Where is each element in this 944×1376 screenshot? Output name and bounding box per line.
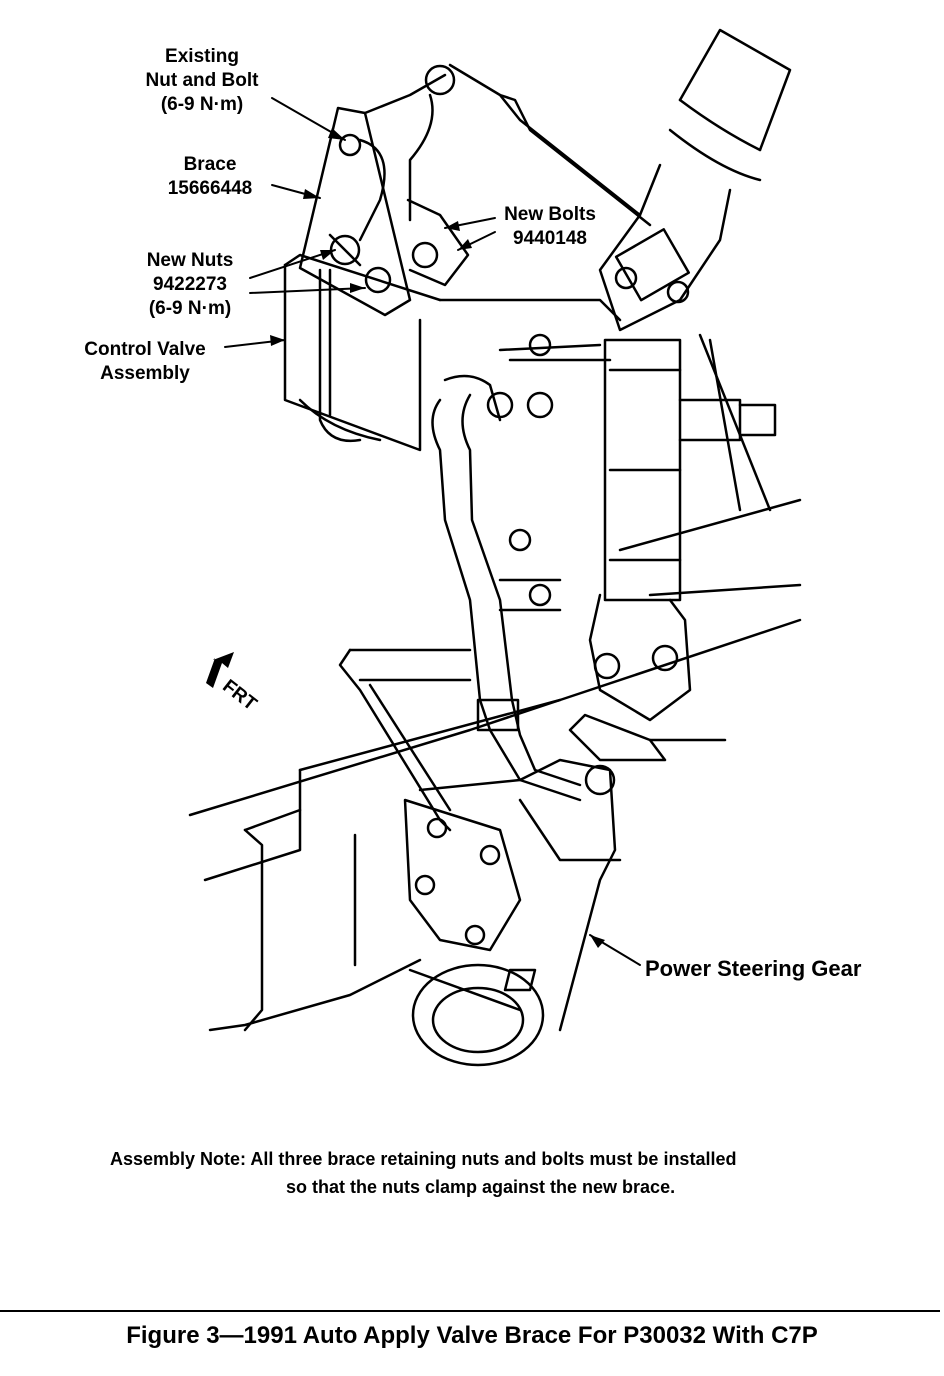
assembly-note-line-1: Assembly Note: All three brace retaining… [110, 1149, 737, 1169]
frame-rail [188, 498, 802, 1032]
assembly-note-line-2: so that the nuts clamp against the new b… [286, 1177, 676, 1197]
arrowheads [270, 128, 605, 948]
label-power-steering-gear: Power Steering Gear [645, 956, 862, 981]
label-control-valve-assembly: Control Valve Assembly [84, 339, 206, 384]
label-new-bolts: New Bolts 9440148 [504, 204, 596, 249]
label-brace: Brace 15666448 [167, 154, 253, 199]
power-steering-gear [403, 758, 622, 1067]
steering-column [598, 28, 792, 602]
frt-arrow-icon [206, 652, 234, 688]
upper-rod [363, 63, 652, 227]
figure-caption: Figure 3—1991 Auto Apply Valve Brace For… [126, 1322, 818, 1349]
brace [298, 106, 412, 317]
control-valve-assembly [283, 253, 622, 452]
hoses [431, 333, 612, 802]
label-new-nuts: New Nuts 9422273 (6-9 N·m) [146, 250, 234, 319]
caption-rule [0, 1310, 940, 1312]
new-bolts-bracket [406, 198, 470, 287]
label-existing-nut-bolt: Existing Nut and Bolt (6-9 N·m) [145, 46, 259, 115]
lower-u-joint [568, 593, 727, 762]
